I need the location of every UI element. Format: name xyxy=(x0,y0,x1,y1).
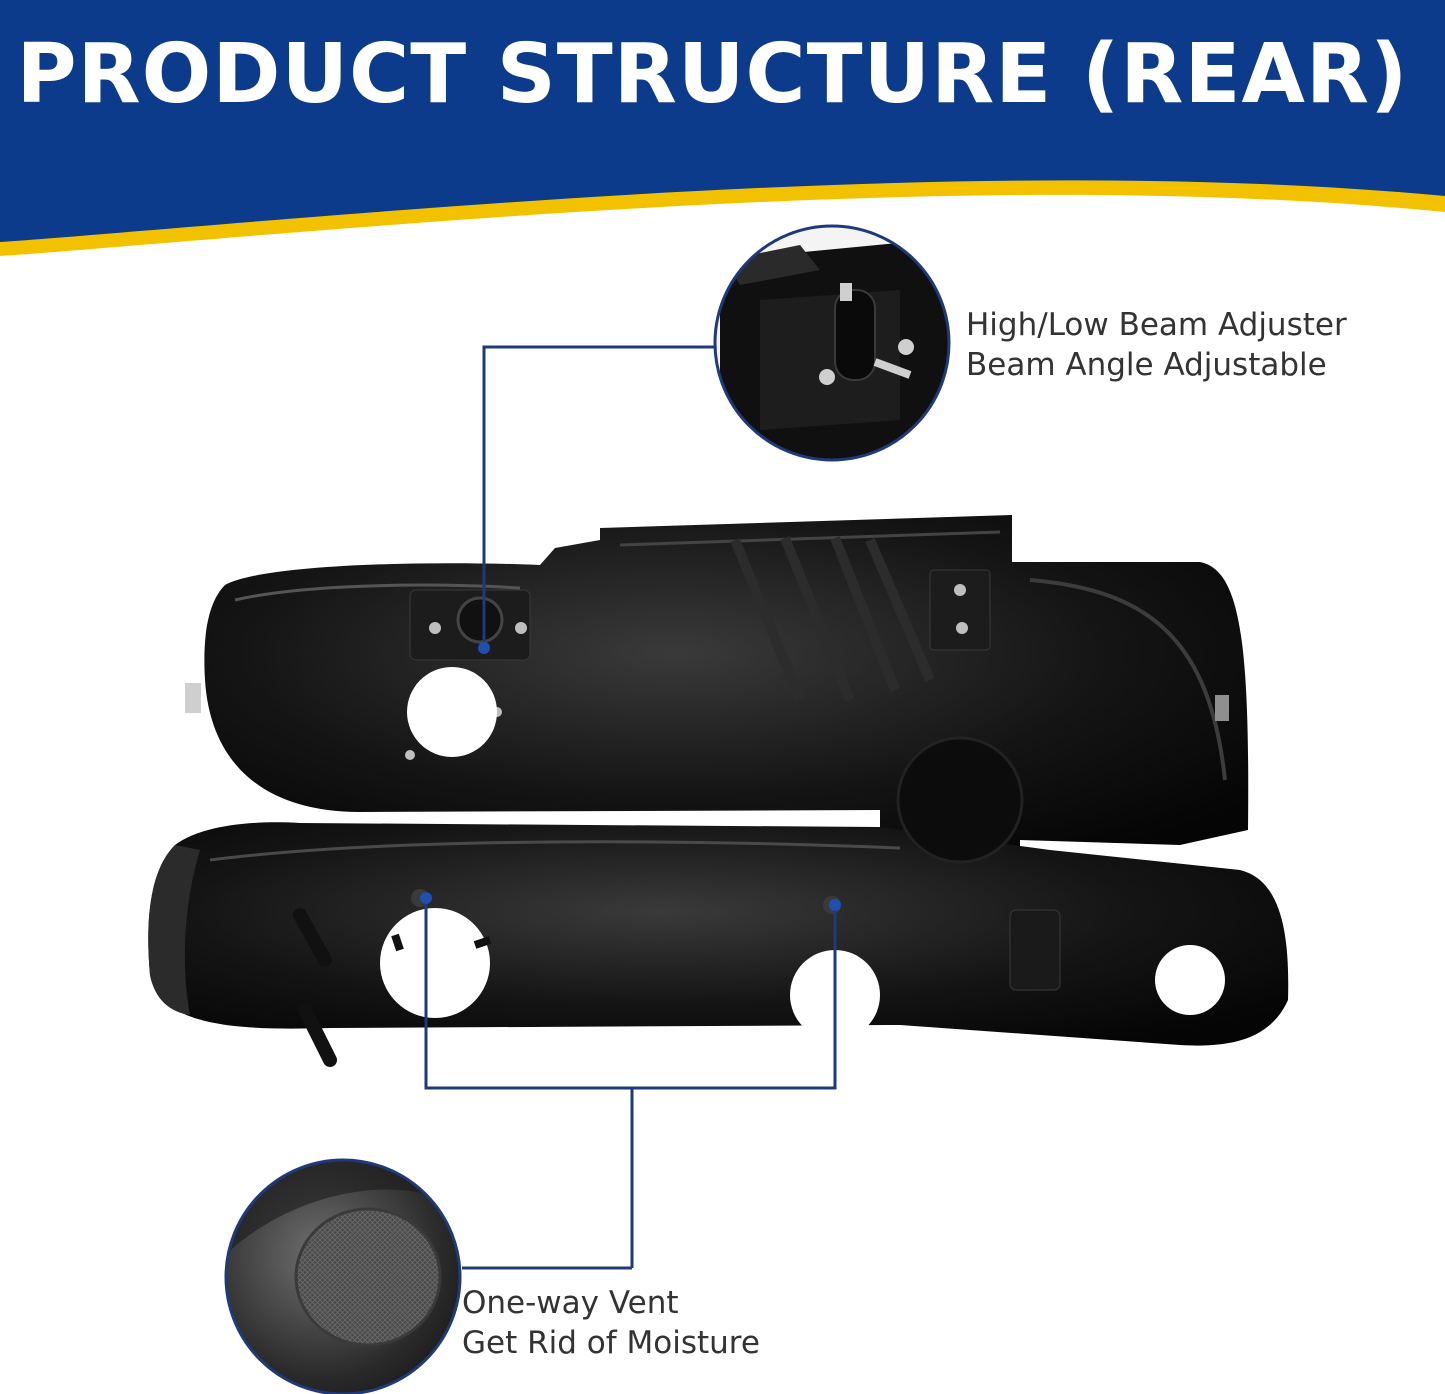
header-banner xyxy=(0,0,1445,256)
connector-adjuster xyxy=(482,345,716,648)
callout-adjuster-line1: High/Low Beam Adjuster xyxy=(966,307,1347,343)
header-blue-band xyxy=(0,0,1445,242)
callout-one-way-vent: One-way Vent Get Rid of Moisture xyxy=(462,1283,760,1363)
callout-beam-adjuster: High/Low Beam Adjuster Beam Angle Adjust… xyxy=(966,305,1347,385)
callout-vent-line2: Get Rid of Moisture xyxy=(462,1325,760,1361)
detail-circle-vent xyxy=(224,1158,462,1394)
detail-circle-adjuster xyxy=(713,224,951,462)
connector-lines xyxy=(424,345,837,1270)
callout-adjuster-line2: Beam Angle Adjustable xyxy=(966,347,1327,383)
headlamp-assembly-image xyxy=(148,515,1289,1067)
page-title: PRODUCT STRUCTURE (REAR) xyxy=(16,27,1409,122)
connector-endpoints xyxy=(420,642,841,911)
callout-vent-line1: One-way Vent xyxy=(462,1285,679,1321)
